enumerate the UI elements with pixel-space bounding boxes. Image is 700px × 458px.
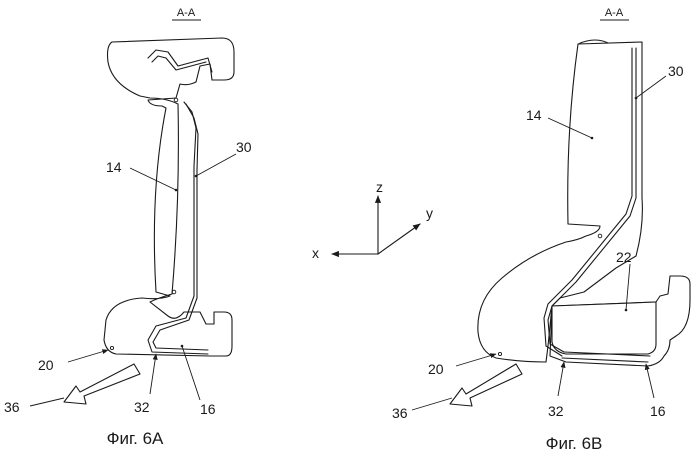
caption-6a: Фиг. 6A (107, 429, 164, 448)
coordinate-axes: z y x (312, 179, 433, 261)
label-30-a: 30 (236, 139, 252, 155)
leader-32-b (558, 362, 564, 396)
leader-20-b (456, 354, 496, 366)
caption-6b: Фиг. 6B (546, 434, 603, 453)
label-16-b: 16 (650, 403, 666, 419)
label-32-a: 32 (134, 399, 150, 415)
label-20-b: 20 (428, 361, 444, 377)
axis-y (378, 224, 420, 254)
label-14-a: 14 (106, 159, 122, 175)
label-36-a: 36 (4, 399, 20, 415)
leader-20-a (68, 350, 108, 362)
leader-14-a-dot (175, 189, 178, 192)
label-22-b: 22 (616, 249, 632, 265)
leader-30-a-dot (195, 175, 198, 178)
label-30-b: 30 (668, 63, 684, 79)
section-label-b: A-A (605, 7, 624, 19)
label-36-b: 36 (392, 405, 408, 421)
force-arrow-36-a (64, 364, 140, 404)
leader-30-b-dot (635, 97, 638, 100)
leader-16-b (646, 364, 654, 398)
component-22-b (552, 302, 656, 354)
leader-30-a (196, 154, 236, 176)
notch-a-bottom (172, 290, 176, 294)
leader-22-b-dot (625, 309, 628, 312)
force-arrow-36-b (450, 364, 522, 406)
axis-y-label: y (426, 205, 433, 221)
label-20-a: 20 (38, 357, 54, 373)
leader-36-b (412, 398, 452, 410)
section-label-a: A-A (177, 7, 196, 19)
leader-32-a (150, 354, 156, 394)
leader-14-b-dot (591, 137, 594, 140)
notch-a-top (174, 98, 178, 102)
leader-16-a-dot (181, 345, 184, 348)
figure-6a: A-A 14 30 20 36 32 16 Фиг. 6A (4, 7, 252, 448)
axis-x-label: x (312, 245, 319, 261)
component-14-body-a (104, 38, 234, 356)
label-16-a: 16 (200, 401, 216, 417)
label-32-b: 32 (548, 403, 564, 419)
figure-6b: A-A 14 30 22 20 36 32 16 (392, 7, 690, 453)
leader-36-a (30, 398, 64, 406)
axis-z-label: z (376, 179, 383, 195)
label-14-b: 14 (526, 107, 542, 123)
